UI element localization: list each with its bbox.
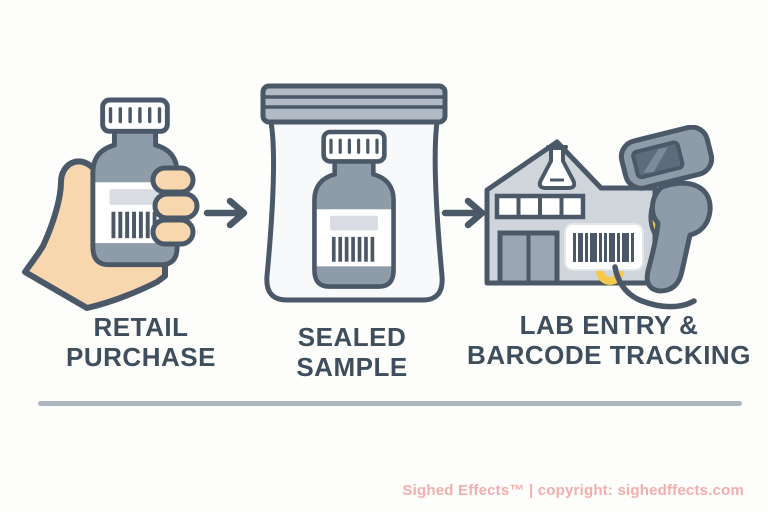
- flask-icon: [537, 145, 577, 190]
- step-label-line: LAB ENTRY &: [519, 310, 699, 340]
- scanner-cord: [612, 264, 697, 310]
- right-arrow-icon: [203, 197, 248, 229]
- bottle-barcode: [331, 236, 375, 262]
- step-label-sealed-sample: SEALED SAMPLE: [252, 322, 452, 382]
- step-label-lab-entry: LAB ENTRY & BARCODE TRACKING: [459, 310, 759, 370]
- ziplock-bag-with-bottle-icon: [260, 83, 448, 303]
- step-label-line: BARCODE TRACKING: [467, 340, 751, 370]
- bottle-cap: [321, 129, 387, 164]
- building-windows: [494, 193, 586, 220]
- step-label-retail-purchase: RETAIL PURCHASE: [41, 312, 241, 372]
- scanner-head: [618, 125, 715, 191]
- footer-credit: Sighed Effects™ | copyright: sighedffect…: [402, 482, 744, 499]
- bag-zip-seal: [260, 83, 448, 125]
- step-label-line: SEALED: [297, 322, 407, 352]
- hand-fingers: [150, 165, 200, 247]
- scanner-handle: [644, 180, 713, 294]
- step-label-line: SAMPLE: [296, 352, 408, 382]
- step-label-line: PURCHASE: [66, 342, 216, 372]
- lab-building-with-barcode-scanner-icon: [484, 125, 715, 310]
- right-arrow-icon: [441, 197, 486, 229]
- step-label-line: RETAIL: [93, 312, 189, 342]
- divider-line: [38, 401, 742, 406]
- barcode: [573, 233, 634, 262]
- bottle-cap: [100, 97, 170, 134]
- barcode-card: [564, 223, 644, 271]
- pill-bottle: [312, 129, 396, 289]
- hand-holding-pill-bottle-icon: [22, 97, 200, 311]
- building-door: [497, 230, 560, 286]
